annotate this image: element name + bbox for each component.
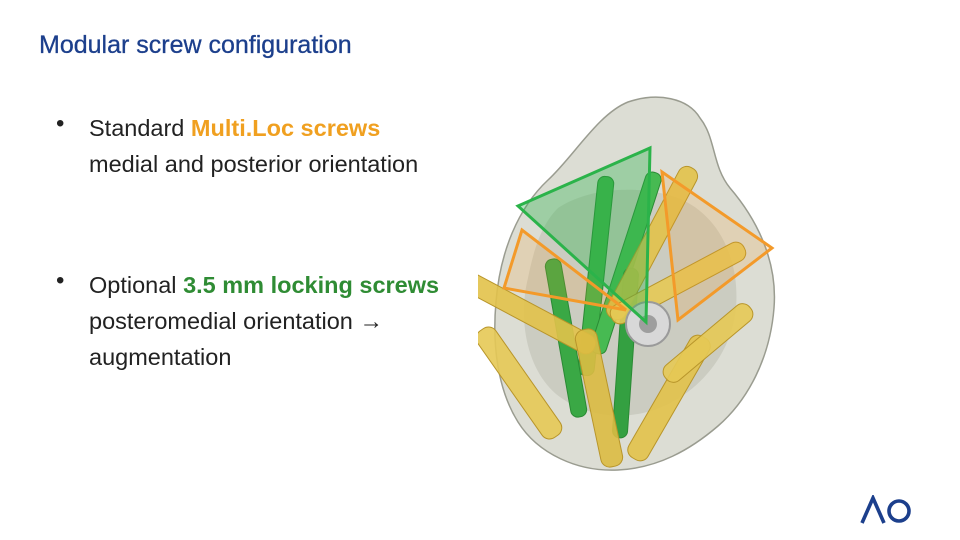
bullet-text-lead: Optional — [89, 272, 184, 298]
bullet-text-end: augmentation — [89, 344, 232, 370]
arrow-icon: → — [359, 308, 383, 334]
bullet-marker: • — [56, 110, 65, 137]
bullet-text-lead: Standard — [89, 115, 191, 141]
bullet-text-rest: medial and posterior orientation — [89, 151, 419, 177]
bullet-text: Optional 3.5 mm locking screws posterome… — [89, 267, 449, 375]
slide-title: Modular screw configuration — [39, 31, 352, 59]
multiloc-screw — [478, 326, 563, 440]
ao-logo-a — [860, 495, 886, 524]
multiloc-highlight: Multi.Loc screws — [190, 115, 381, 141]
humerus-screw-illustration — [478, 96, 776, 471]
bullet-marker: • — [56, 267, 65, 294]
orange-outline-left — [502, 227, 627, 312]
multiloc-screw — [574, 328, 624, 468]
orange-outline-right — [660, 168, 775, 323]
bullet-text: Standard Multi.Loc screws medial and pos… — [89, 110, 449, 182]
bullet-text-rest: posteromedial orientation — [89, 308, 360, 334]
ao-logo — [860, 495, 911, 524]
green-triangle — [515, 145, 652, 326]
ao-logo-o — [887, 499, 911, 523]
locking-screws-highlight: 3.5 mm locking screws — [183, 272, 440, 298]
multiloc-screw — [662, 303, 754, 383]
